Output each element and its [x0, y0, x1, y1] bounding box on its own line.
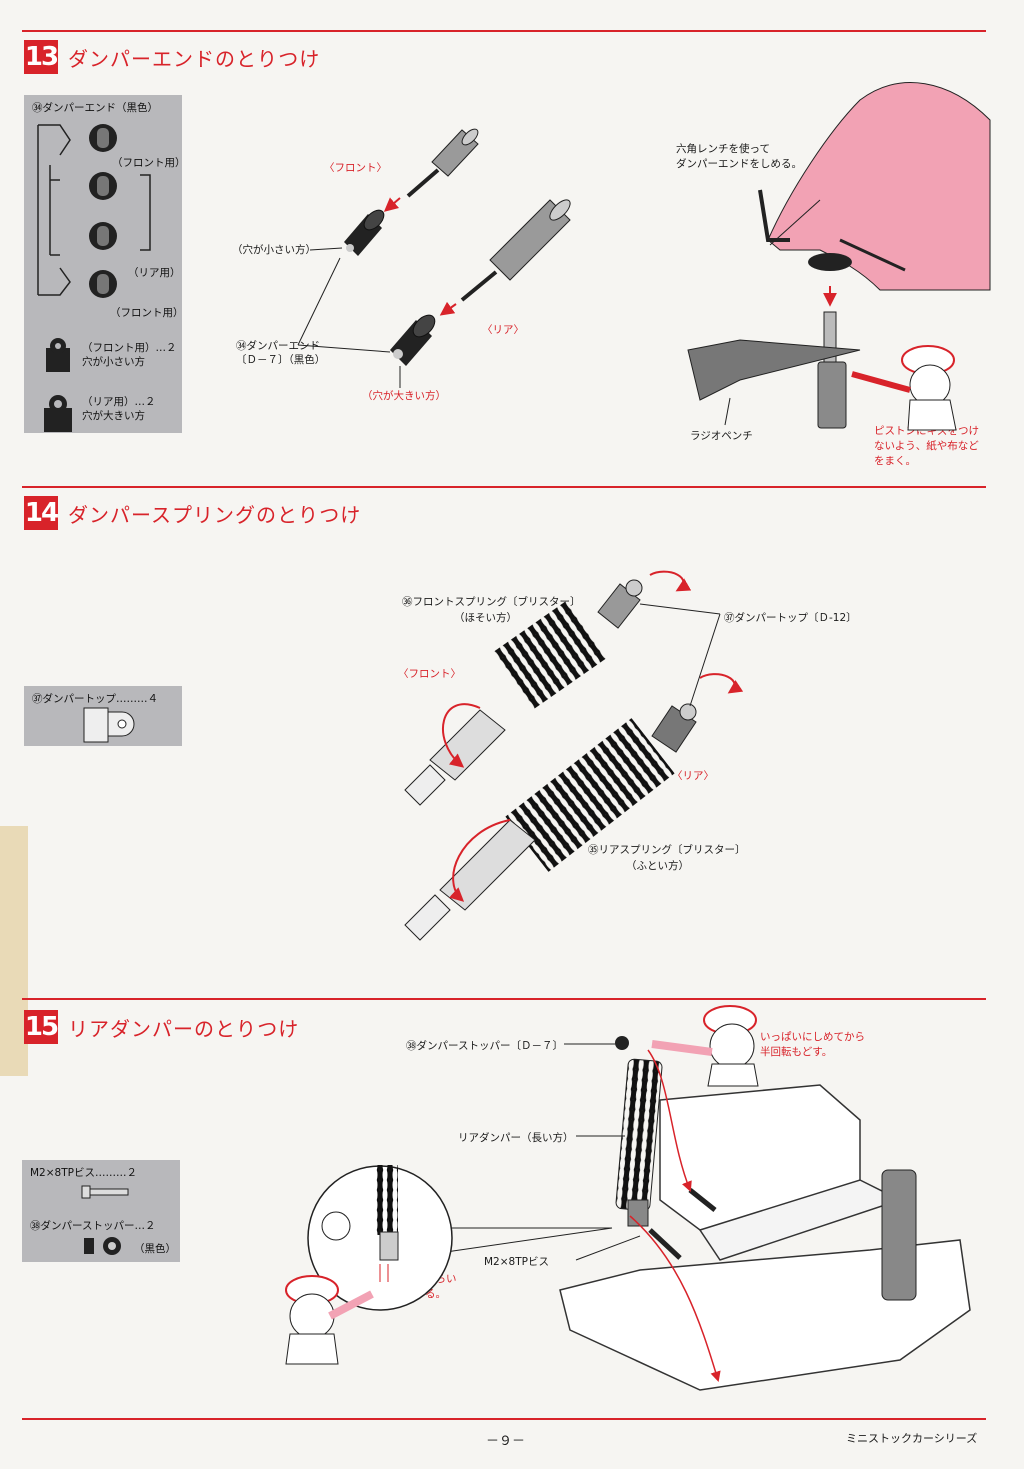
- stopper-icon: [84, 1237, 121, 1255]
- damper-end-runner: [37, 124, 151, 296]
- damper-in-pliers: [808, 253, 852, 429]
- parts-label: （フロント用）: [110, 307, 184, 319]
- paper-stain: [0, 826, 28, 1076]
- damper-top-icon: [83, 707, 135, 743]
- section-divider: [22, 998, 986, 1000]
- hand-illustration: [767, 82, 991, 291]
- front-spring-assembly: [404, 570, 692, 806]
- wrench-note: 六角レンチを使って ダンパーエンドをしめる。: [676, 142, 802, 172]
- damper-end-parts: [89, 124, 117, 298]
- damper-end-spec: 〔Ｄ－７〕（黒色）: [236, 354, 326, 366]
- leader-lines: [445, 1043, 641, 1261]
- red-guide-arrows: [629, 1049, 721, 1383]
- front-label: 〈フロント〉: [324, 162, 387, 174]
- turn-note: いっぱいにしめてから 半回転もどす。: [760, 1030, 865, 1060]
- small-hole-label: （穴が小さい方）: [232, 244, 316, 256]
- section-title: ダンパースプリングのとりつけ: [68, 502, 362, 527]
- parts-label: （黒色）: [134, 1243, 176, 1255]
- parts-box-15: M2×8TPビス………２ ㊳ダンパーストッパー…２ （黒色）: [22, 1160, 180, 1262]
- page-number: －９－: [486, 1434, 526, 1449]
- chassis-illustration: [559, 1084, 971, 1391]
- parts-label: （フロント用）: [112, 157, 186, 169]
- parts-label: （フロント用）…２: [82, 342, 177, 354]
- section-divider: [22, 30, 986, 32]
- screw-m2x8: [648, 1188, 717, 1260]
- parts-label: ㊳ダンパーストッパー…２: [30, 1220, 156, 1232]
- note-line: いっぱいにしめてから: [760, 1031, 865, 1043]
- note-line: をまく。: [874, 455, 916, 467]
- leader-lines: [639, 603, 721, 707]
- parts-label: 穴が小さい方: [82, 356, 145, 368]
- section-number: 15: [24, 1010, 59, 1044]
- rear-spring-assembly: [404, 673, 744, 941]
- rear-damper-illustration: [390, 199, 571, 388]
- note-line: 半回転もどす。: [760, 1046, 833, 1058]
- section-title: リアダンパーのとりつけ: [68, 1016, 300, 1041]
- stopper-label: ㊳ダンパーストッパー〔Ｄ－７〕: [406, 1040, 563, 1052]
- detail-circle: [307, 1165, 453, 1311]
- series-name: ミニストックカーシリーズ: [846, 1432, 978, 1445]
- section-13-heading: 13 ダンパーエンドのとりつけ: [24, 40, 320, 74]
- screw-label: M2×8TPビス: [484, 1256, 549, 1268]
- section-number: 13: [24, 40, 59, 74]
- note-line: 六角レンチを使って: [676, 143, 770, 155]
- radio-pliers: [687, 339, 861, 401]
- kid-mascot-15-left: [285, 1275, 374, 1365]
- note-line: ダンパーエンドをしめる。: [676, 158, 802, 170]
- front-damper-illustration: [344, 128, 479, 256]
- section-15-heading: 15 リアダンパーのとりつけ: [24, 1010, 299, 1044]
- parts-header: ㉞ダンパーエンド（黒色）: [32, 102, 158, 114]
- rear-label: 〈リア〉: [672, 770, 714, 782]
- parts-header: M2×8TPビス………２: [30, 1167, 137, 1179]
- note-line: ないよう、紙や布など: [874, 440, 979, 452]
- section-number: 14: [24, 496, 59, 530]
- front-spring-sub: （ほそい方）: [454, 612, 517, 624]
- parts-label: （リア用）: [128, 267, 181, 279]
- kid-mascot-13: [851, 345, 957, 431]
- leader-lines: [297, 247, 391, 353]
- hex-wrench: [758, 189, 790, 242]
- section-divider: [22, 486, 986, 488]
- pliers-label: ラジオペンチ: [690, 430, 753, 442]
- parts-header: ㊲ダンパートップ………４: [32, 693, 158, 705]
- big-hole-label: （穴が大きい方）: [362, 390, 446, 402]
- footer-divider: [22, 1418, 986, 1420]
- screw-icon: [81, 1185, 129, 1199]
- rear-damper-label: リアダンパー（長い方）: [458, 1132, 574, 1144]
- parts-label: 穴が大きい方: [82, 410, 145, 422]
- kid-mascot-15-right: [651, 1005, 759, 1087]
- damper-end-icon: [44, 338, 72, 432]
- rear-spring-sub: （ふとい方）: [626, 860, 689, 872]
- front-label: 〈フロント〉: [398, 668, 461, 680]
- section-title: ダンパーエンドのとりつけ: [68, 46, 321, 71]
- parts-label: （リア用）…２: [82, 396, 156, 408]
- rear-label: 〈リア〉: [482, 324, 524, 336]
- section-14-heading: 14 ダンパースプリングのとりつけ: [24, 496, 361, 530]
- front-spring-label: ㊱フロントスプリング〔ブリスター〕: [402, 596, 581, 608]
- damper-top-label: ㊲ダンパートップ〔Ｄ-12〕: [724, 612, 857, 624]
- rear-spring-label: ㉟リアスプリング〔ブリスター〕: [588, 844, 746, 856]
